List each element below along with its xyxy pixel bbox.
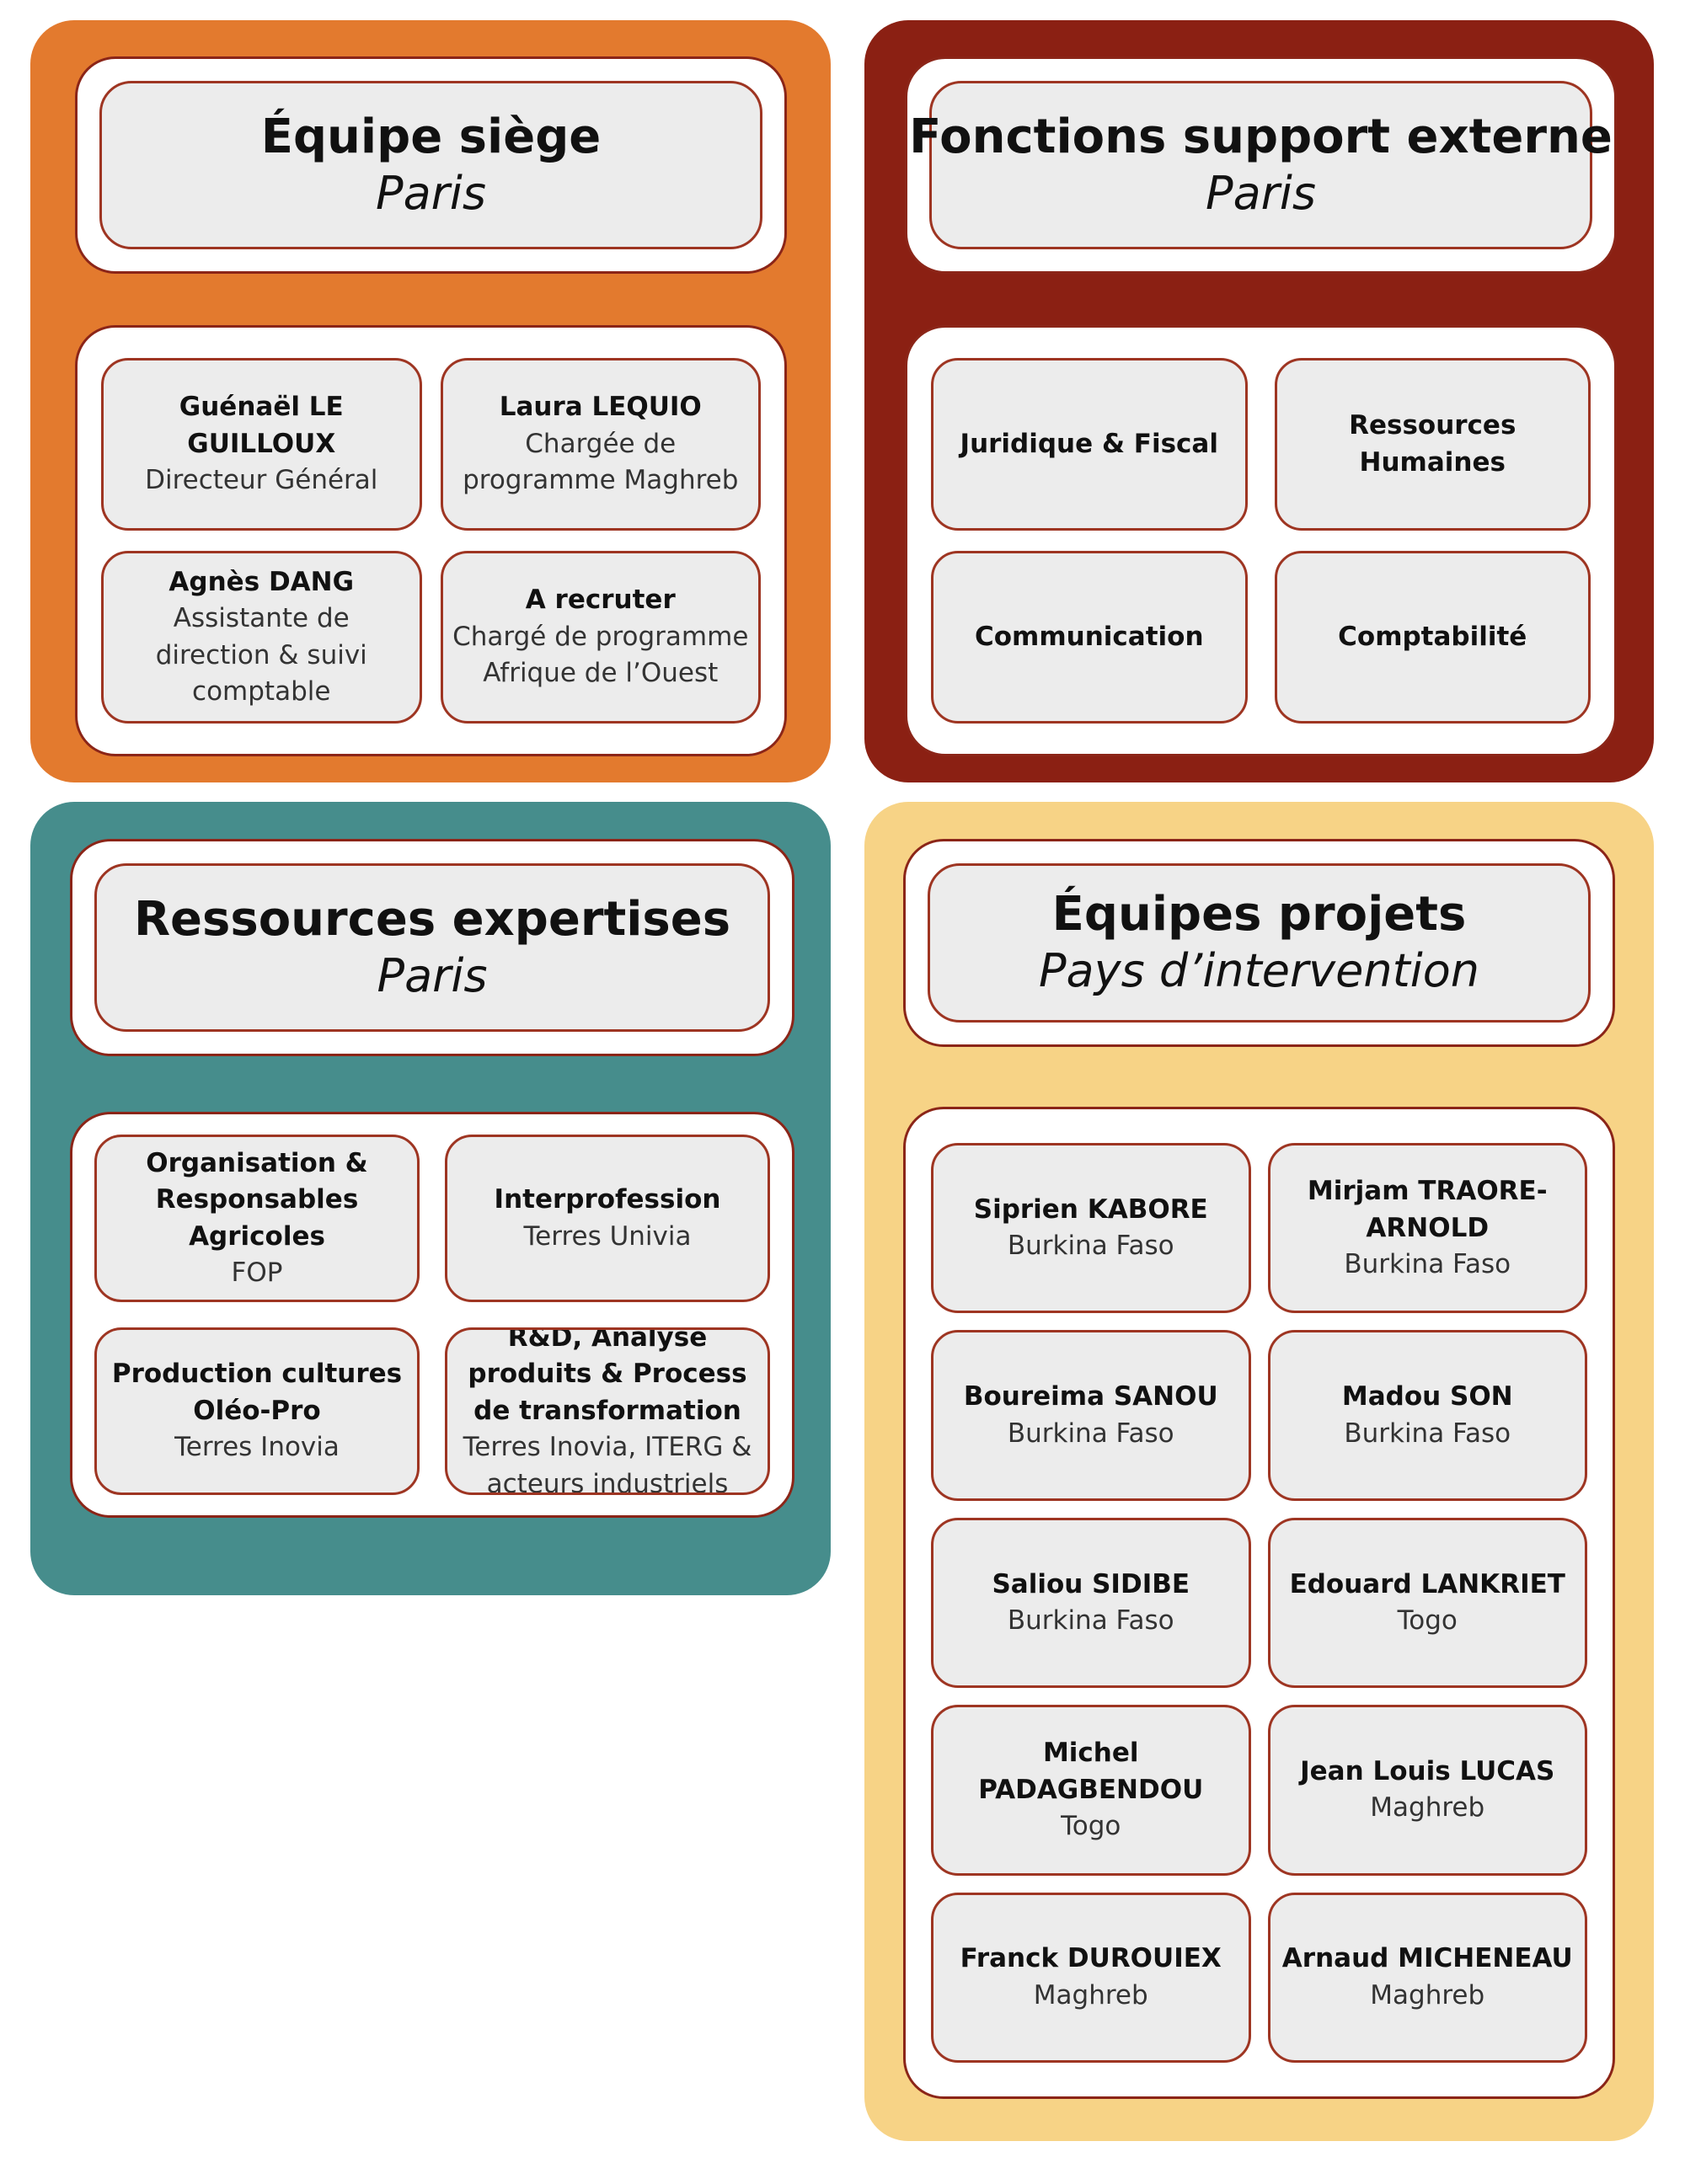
support-name: Ressources Humaines (1349, 410, 1516, 478)
equipes-projets-subtitle: Pays d’intervention (1038, 944, 1480, 998)
equipe-siege-title-box: Équipe siège Paris (99, 81, 762, 249)
member-role: Chargée de programme Maghreb (463, 428, 739, 496)
equipe-siege-members: Guénaël LE GUILLOUX Directeur Général La… (75, 325, 787, 756)
member-name: Michel PADAGBENDOU (978, 1738, 1204, 1805)
member-card: Franck DUROUIEX Maghreb (931, 1892, 1251, 2063)
expertise-name: Organisation & Responsables Agricoles (146, 1147, 368, 1252)
equipe-siege-header: Équipe siège Paris (75, 56, 787, 274)
support-card: Juridique & Fiscal (931, 358, 1248, 531)
ressources-expertises-title-box: Ressources expertises Paris (94, 863, 770, 1032)
expertise-name: Production cultures Oléo-Pro (111, 1359, 403, 1426)
support-card: Communication (931, 551, 1248, 724)
member-card: Jean Louis LUCAS Maghreb (1267, 1705, 1587, 1876)
equipes-projets-title-box: Équipes projets Pays d’intervention (928, 863, 1591, 1023)
member-country: Burkina Faso (1007, 1231, 1174, 1262)
member-name: Laura LEQUIO (499, 392, 702, 423)
member-name: Arnaud MICHENEAU (1281, 1943, 1573, 1974)
member-card: Michel PADAGBENDOU Togo (931, 1705, 1251, 1876)
fonctions-support-title: Fonctions support externe (909, 109, 1613, 164)
expertise-card: R&D, Analyse produits & Process de trans… (445, 1327, 770, 1495)
member-name: Jean Louis LUCAS (1300, 1756, 1555, 1786)
fonctions-support-title-box: Fonctions support externe Paris (909, 81, 1613, 249)
member-role: Directeur Général (145, 465, 378, 496)
expertise-role: Terres Univia (523, 1220, 692, 1252)
equipe-siege-subtitle: Paris (376, 166, 486, 220)
fonctions-support-subtitle: Paris (1206, 166, 1316, 220)
member-card: Mirjam TRAORE-ARNOLD Burkina Faso (1267, 1143, 1587, 1314)
equipes-projets-members: Siprien KABORE Burkina Faso Mirjam TRAOR… (903, 1107, 1615, 2099)
member-country: Burkina Faso (1344, 1248, 1511, 1279)
member-card: Arnaud MICHENEAU Maghreb (1267, 1892, 1587, 2063)
expertise-card: Production cultures Oléo-Pro Terres Inov… (94, 1327, 420, 1495)
member-card: Guénaël LE GUILLOUX Directeur Général (101, 358, 422, 531)
expertise-role: Terres Inovia, ITERG & acteurs industrie… (463, 1432, 752, 1495)
member-role: Chargé de programme Afrique de l’Ouest (452, 621, 749, 689)
member-card: Madou SON Burkina Faso (1267, 1330, 1587, 1501)
equipe-siege-panel: Équipe siège Paris Guénaël LE GUILLOUX D… (30, 20, 831, 782)
fonctions-support-header: Fonctions support externe Paris (905, 56, 1617, 274)
ressources-expertises-panel: Ressources expertises Paris Organisation… (30, 802, 831, 1595)
expertise-card: Interprofession Terres Univia (445, 1135, 770, 1302)
fonctions-support-panel: Fonctions support externe Paris Juridiqu… (864, 20, 1654, 782)
ressources-expertises-subtitle: Paris (377, 948, 488, 1002)
equipe-siege-title: Équipe siège (260, 109, 602, 164)
member-country: Burkina Faso (1007, 1418, 1174, 1449)
member-name: Mirjam TRAORE-ARNOLD (1307, 1176, 1548, 1243)
member-name: Agnès DANG (168, 566, 355, 597)
expertise-card: Organisation & Responsables Agricoles FO… (94, 1135, 420, 1302)
expertise-role: FOP (231, 1257, 283, 1288)
equipes-projets-panel: Équipes projets Pays d’intervention Sipr… (864, 802, 1654, 2141)
support-card: Comptabilité (1274, 551, 1591, 724)
member-name: Edouard LANKRIET (1289, 1568, 1565, 1599)
support-name: Juridique & Fiscal (960, 428, 1218, 459)
ressources-expertises-header: Ressources expertises Paris (70, 839, 794, 1056)
member-country: Maghreb (1033, 1979, 1148, 2010)
member-name: Siprien KABORE (973, 1193, 1208, 1225)
equipes-projets-title: Équipes projets (1051, 887, 1467, 942)
member-country: Burkina Faso (1007, 1605, 1174, 1636)
member-country: Togo (1061, 1811, 1121, 1842)
member-country: Burkina Faso (1344, 1418, 1511, 1449)
support-name: Comptabilité (1338, 621, 1527, 652)
support-card: Ressources Humaines (1274, 358, 1591, 531)
fonctions-support-items: Juridique & Fiscal Ressources Humaines C… (905, 325, 1617, 756)
support-name: Communication (974, 621, 1204, 652)
member-card: Laura LEQUIO Chargée de programme Maghre… (440, 358, 761, 531)
member-country: Maghreb (1370, 1792, 1485, 1824)
member-name: Franck DUROUIEX (960, 1943, 1222, 1974)
ressources-expertises-title: Ressources expertises (133, 891, 731, 947)
member-card: A recruter Chargé de programme Afrique d… (440, 551, 761, 724)
member-card: Saliou SIDIBE Burkina Faso (931, 1517, 1251, 1689)
member-name: Saliou SIDIBE (992, 1568, 1190, 1599)
member-card: Boureima SANOU Burkina Faso (931, 1330, 1251, 1501)
member-name: A recruter (525, 585, 676, 616)
member-card: Siprien KABORE Burkina Faso (931, 1143, 1251, 1314)
equipes-projets-header: Équipes projets Pays d’intervention (903, 839, 1615, 1047)
ressources-expertises-items: Organisation & Responsables Agricoles FO… (70, 1112, 794, 1518)
member-name: Boureima SANOU (963, 1381, 1218, 1412)
member-role: Assistante de direction & suivi comptabl… (155, 603, 367, 707)
member-name: Madou SON (1341, 1381, 1513, 1412)
expertise-name: Interprofession (494, 1184, 721, 1215)
expertise-name: R&D, Analyse produits & Process de trans… (468, 1327, 747, 1426)
member-card: Agnès DANG Assistante de direction & sui… (101, 551, 422, 724)
expertise-role: Terres Inovia (174, 1432, 340, 1463)
member-country: Togo (1397, 1605, 1458, 1636)
member-country: Maghreb (1370, 1979, 1485, 2010)
member-card: Edouard LANKRIET Togo (1267, 1517, 1587, 1689)
member-name: Guénaël LE GUILLOUX (179, 392, 344, 459)
